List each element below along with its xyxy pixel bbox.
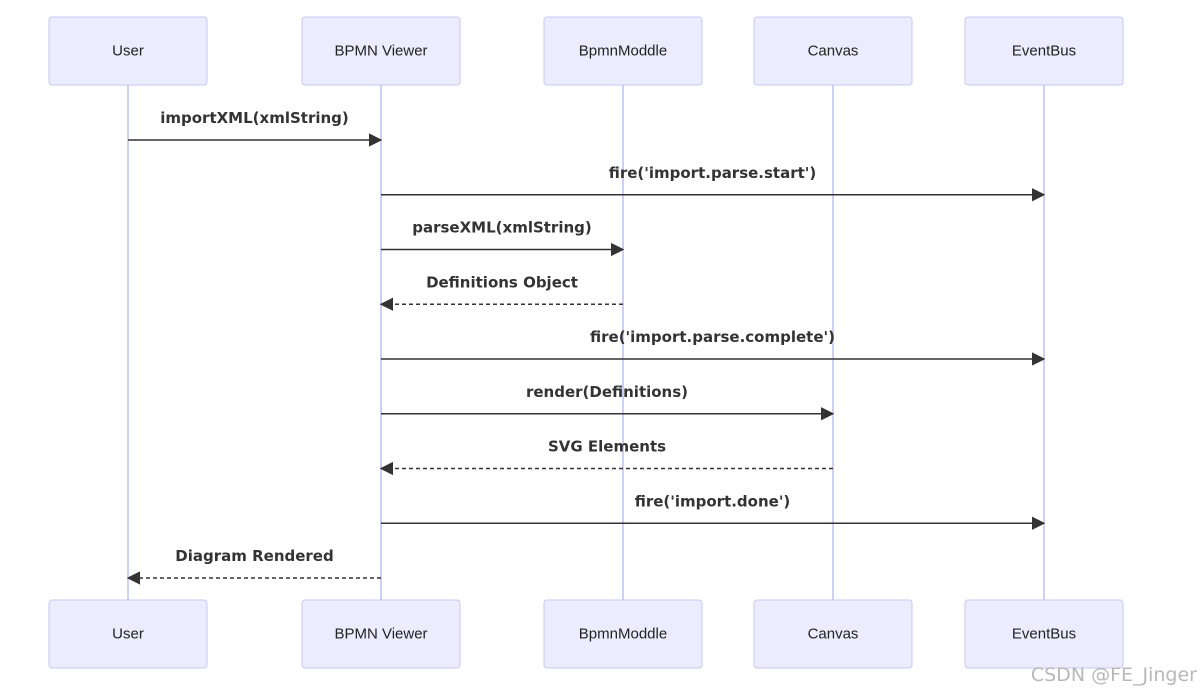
participant-box — [301, 16, 461, 86]
participant-user-top: User — [48, 16, 208, 86]
message-label: fire('import.done') — [635, 492, 791, 510]
message-label: parseXML(xmlString) — [412, 219, 592, 237]
message-label: importXML(xmlString) — [160, 109, 349, 127]
watermark: CSDN @FE_Jinger — [1030, 664, 1197, 686]
message-3: parseXML(xmlString) — [381, 219, 625, 257]
participant-label: Canvas — [808, 43, 859, 60]
participant-label: BPMN Viewer — [334, 43, 427, 60]
actors-top: User BPMN Viewer BpmnModdle Canvas EventBus — [48, 16, 1124, 86]
message-5: fire('import.parse.complete') — [381, 328, 1046, 366]
participant-box — [964, 599, 1124, 669]
message-label: SVG Elements — [548, 438, 666, 456]
participant-box — [753, 599, 913, 669]
lifelines — [127, 85, 1045, 600]
participant-eventbus-top: EventBus — [964, 16, 1124, 86]
message-6: render(Definitions) — [381, 383, 835, 421]
message-label: fire('import.parse.complete') — [590, 328, 835, 346]
message-7: SVG Elements — [379, 438, 833, 476]
message-label: Diagram Rendered — [175, 547, 333, 565]
participant-box — [543, 16, 703, 86]
participant-canvas-bottom: Canvas — [753, 599, 913, 669]
participant-bpmn-viewer-bottom: BPMN Viewer — [301, 599, 461, 669]
participant-label: Canvas — [808, 626, 859, 643]
participant-box — [753, 16, 913, 86]
participant-box — [964, 16, 1124, 86]
participant-label: User — [112, 43, 144, 60]
participant-label: BpmnModdle — [579, 626, 667, 643]
participant-user-bottom: User — [48, 599, 208, 669]
message-1: importXML(xmlString) — [128, 109, 383, 147]
message-4: Definitions Object — [379, 273, 623, 311]
participant-box — [48, 16, 208, 86]
participant-label: User — [112, 626, 144, 643]
message-label: fire('import.parse.start') — [609, 164, 817, 182]
message-8: fire('import.done') — [381, 492, 1046, 530]
participant-box — [543, 599, 703, 669]
participant-box — [301, 599, 461, 669]
participant-bpmnmoddle-top: BpmnModdle — [543, 16, 703, 86]
messages: importXML(xmlString) fire('import.parse.s… — [126, 109, 1046, 585]
participant-canvas-top: Canvas — [753, 16, 913, 86]
participant-bpmnmoddle-bottom: BpmnModdle — [543, 599, 703, 669]
participant-label: EventBus — [1012, 43, 1076, 60]
participant-label: BpmnModdle — [579, 43, 667, 60]
message-label: Definitions Object — [426, 273, 578, 291]
actors-bottom: User BPMN Viewer BpmnModdle Canvas EventBus — [48, 599, 1124, 669]
participant-box — [48, 599, 208, 669]
participant-label: BPMN Viewer — [334, 626, 427, 643]
participant-bpmn-viewer-top: BPMN Viewer — [301, 16, 461, 86]
participant-eventbus-bottom: EventBus — [964, 599, 1124, 669]
participant-label: EventBus — [1012, 626, 1076, 643]
message-label: render(Definitions) — [526, 383, 688, 401]
message-9: Diagram Rendered — [126, 547, 381, 585]
message-2: fire('import.parse.start') — [381, 164, 1046, 202]
